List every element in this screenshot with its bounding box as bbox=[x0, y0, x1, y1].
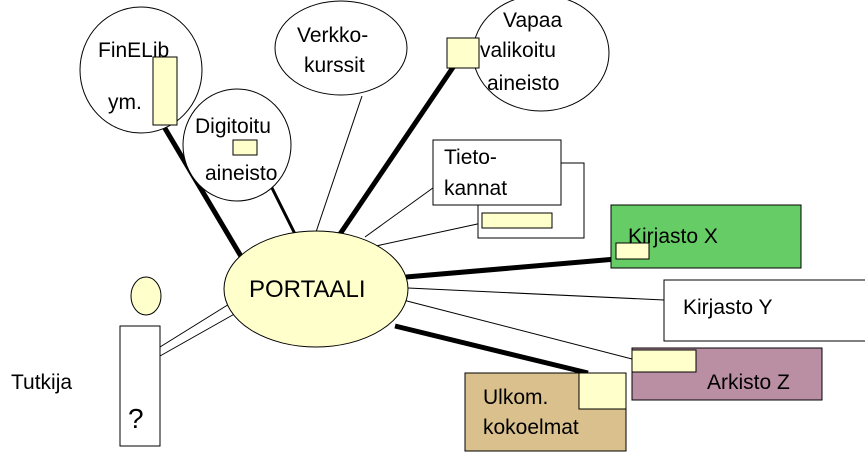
kirjasto-y-box bbox=[663, 279, 865, 342]
finelib-label-line1: FinELib bbox=[98, 39, 170, 62]
document-icons bbox=[152, 37, 697, 410]
doc-icon-digitoitu bbox=[232, 139, 258, 156]
doc-icon-kirjasto-x bbox=[615, 242, 650, 260]
user-body bbox=[119, 325, 161, 447]
finelib-ellipse bbox=[79, 6, 203, 134]
doc-icon-finelib bbox=[152, 56, 178, 126]
digitoitu-label-line1: Digitoitu bbox=[195, 115, 271, 138]
tietokannat-label-line1: Tieto- bbox=[444, 146, 497, 169]
portal-label: PORTAALI bbox=[249, 276, 366, 303]
connector-ulkom bbox=[394, 323, 589, 376]
user-head bbox=[130, 276, 162, 316]
connector-user-2 bbox=[159, 311, 239, 357]
verkkokurssit-label-line2: kurssit bbox=[304, 54, 365, 77]
tietokannat-label-line2: kannat bbox=[444, 177, 508, 200]
kirjasto-x-label: Kirjasto X bbox=[628, 225, 718, 248]
kirjasto-y-label: Kirjasto Y bbox=[683, 296, 773, 319]
connector-tietokannat-1 bbox=[364, 184, 438, 238]
connector-vapaa bbox=[335, 58, 461, 239]
doc-icon-tietokannat bbox=[481, 212, 553, 229]
vapaa-label-line2: valikoitu bbox=[480, 39, 556, 62]
connector-verkkokurssit bbox=[314, 95, 363, 236]
connector-kirjasto-y bbox=[407, 287, 665, 301]
portal-ellipse bbox=[223, 230, 409, 348]
doc-icon-arkisto-z bbox=[631, 349, 697, 373]
connector-user-1 bbox=[159, 300, 235, 348]
finelib-label-line2: ym. bbox=[108, 91, 142, 114]
ulkom-label-line1: Ulkom. bbox=[483, 386, 549, 409]
connector-tietokannat-2 bbox=[375, 222, 483, 247]
connector-arkisto-z bbox=[402, 299, 637, 361]
connector-kirjasto-x bbox=[405, 255, 629, 280]
doc-icon-ulkom bbox=[578, 372, 627, 410]
verkkokurssit-label-line1: Verkko- bbox=[297, 24, 369, 47]
vapaa-label-line1: Vapaa bbox=[503, 9, 563, 32]
user-label: Tutkija bbox=[11, 371, 73, 394]
ulkom-label-line2: kokoelmat bbox=[483, 416, 579, 439]
connectors bbox=[157, 58, 665, 376]
tietokannat-front-box bbox=[432, 139, 562, 206]
vapaa-label-line3: aineisto bbox=[487, 72, 560, 95]
user-question-mark: ? bbox=[128, 403, 144, 434]
connector-finelib bbox=[157, 118, 245, 260]
arkisto-z-label: Arkisto Z bbox=[707, 371, 790, 394]
doc-icon-vapaa bbox=[446, 37, 480, 69]
digitoitu-label-line2: aineisto bbox=[205, 162, 278, 185]
verkkokurssit-ellipse bbox=[274, 0, 408, 96]
